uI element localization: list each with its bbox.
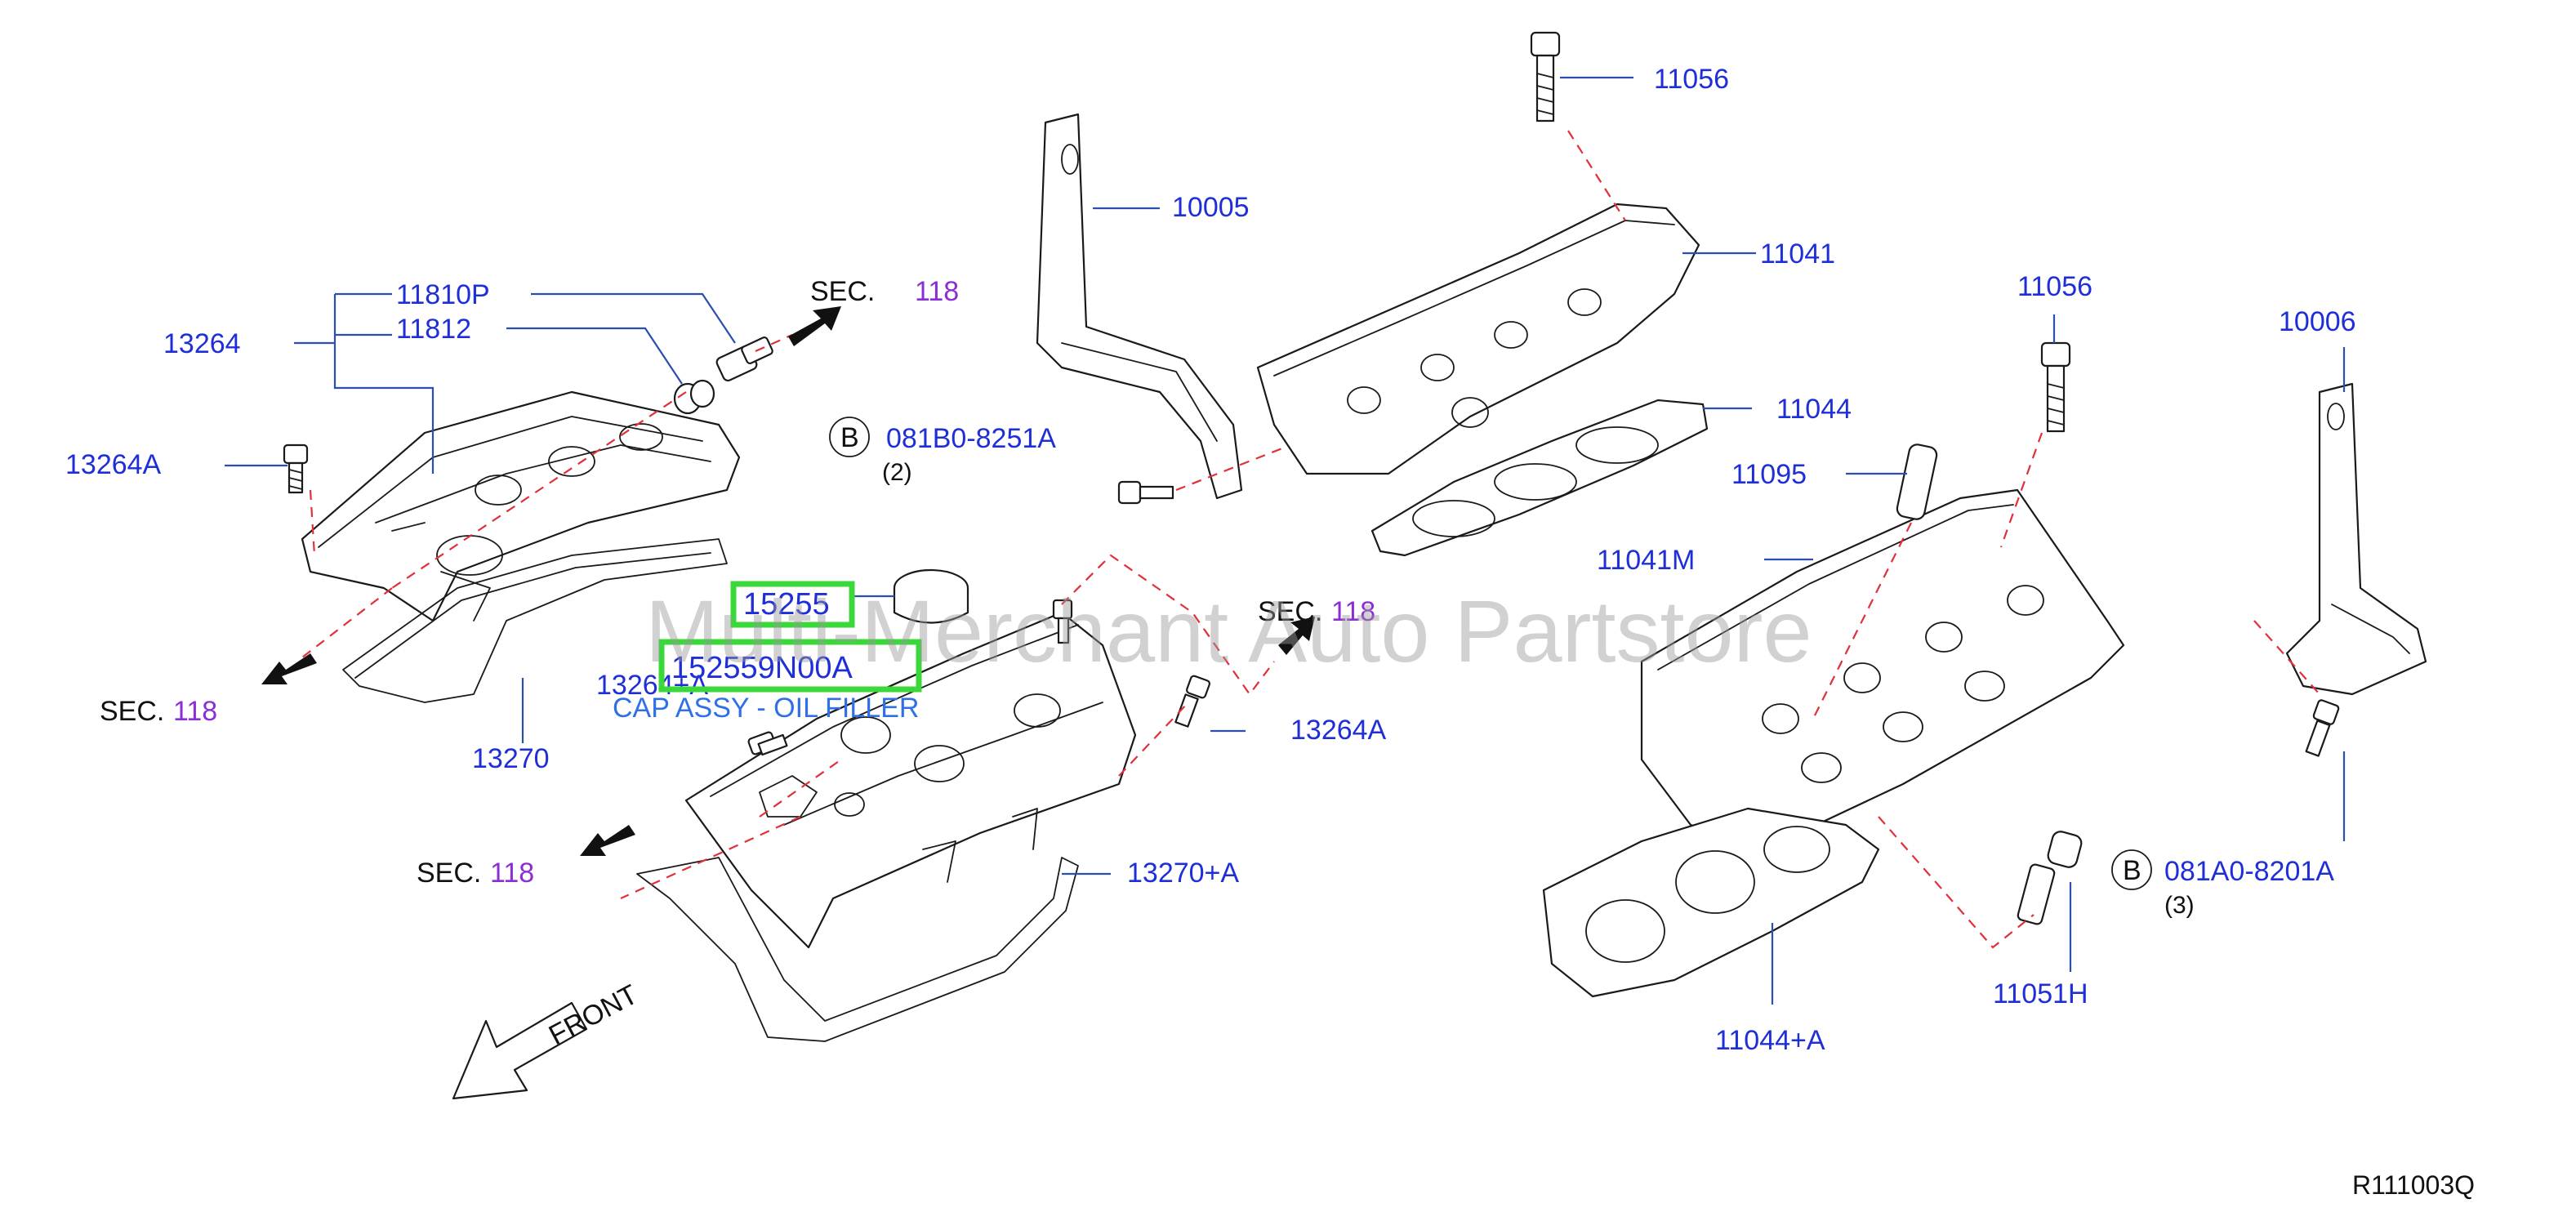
label-11041[interactable]: 11041 bbox=[1760, 238, 1835, 270]
bolt-qty-right: (3) bbox=[2164, 892, 2195, 919]
cylinder-head-11041[interactable] bbox=[1256, 203, 1700, 475]
bolt-part-right[interactable]: 081A0-8201A bbox=[2164, 856, 2334, 887]
label-13264[interactable]: 13264 bbox=[163, 328, 241, 359]
pcv-valve[interactable] bbox=[715, 336, 773, 382]
label-13264a-right[interactable]: 13264A bbox=[1290, 715, 1387, 746]
label-13270[interactable]: 13270 bbox=[472, 743, 550, 774]
label-11812[interactable]: 11812 bbox=[396, 314, 471, 345]
label-10006[interactable]: 10006 bbox=[2279, 306, 2356, 337]
cylinder-head-11041m[interactable] bbox=[1640, 488, 2125, 851]
label-11044-plus-a[interactable]: 11044+A bbox=[1715, 1025, 1825, 1056]
bolt-bracket-10005[interactable] bbox=[1117, 480, 1174, 505]
bolt-13264a-right[interactable] bbox=[1174, 675, 1211, 728]
oil-filler-cap[interactable] bbox=[893, 568, 969, 624]
sec-arrow-left-lower[interactable] bbox=[580, 825, 635, 856]
dowel-11095[interactable] bbox=[1896, 443, 1938, 520]
label-11056-top[interactable]: 11056 bbox=[1654, 64, 1729, 95]
bolt-center[interactable] bbox=[1052, 599, 1073, 644]
diagram-code: R111003Q bbox=[2352, 1170, 2475, 1200]
plug-11051h[interactable] bbox=[2017, 830, 2083, 925]
bolt-13264a-left[interactable] bbox=[283, 443, 309, 494]
front-label: FRONT bbox=[544, 979, 643, 1052]
bolt-part-left[interactable]: 081B0-8251A bbox=[886, 423, 1056, 454]
rocker-gasket-left[interactable] bbox=[342, 538, 728, 703]
highlight-box-152559n00a[interactable] bbox=[658, 639, 922, 693]
label-10005[interactable]: 10005 bbox=[1172, 192, 1250, 223]
sec-label-top[interactable]: SEC. bbox=[810, 276, 875, 307]
label-11044[interactable]: 11044 bbox=[1776, 394, 1852, 425]
label-11051h[interactable]: 11051H bbox=[1993, 978, 2088, 1009]
sec-number-left-lower[interactable]: 118 bbox=[490, 858, 534, 889]
sec-label-left-lower[interactable]: SEC. bbox=[417, 858, 481, 889]
label-11041m[interactable]: 11041M bbox=[1597, 545, 1695, 576]
badge-b-right-letter: B bbox=[2123, 855, 2141, 886]
sec-number-top[interactable]: 118 bbox=[915, 276, 959, 307]
bracket-10006[interactable] bbox=[2285, 382, 2427, 696]
head-gasket-11044-plus-a[interactable] bbox=[1542, 807, 1880, 998]
head-bolt-11056-right[interactable] bbox=[2040, 341, 2071, 433]
highlight-152559n00a[interactable]: 152559N00A bbox=[671, 651, 853, 685]
highlight-caption: CAP ASSY - OIL FILLER bbox=[613, 693, 919, 724]
bracket-10005[interactable] bbox=[1036, 113, 1243, 500]
bolt-13264-plus-a[interactable] bbox=[747, 731, 788, 756]
badge-b-left bbox=[829, 417, 870, 457]
front-arrow bbox=[452, 1001, 588, 1100]
rocker-cover-left[interactable] bbox=[301, 390, 741, 622]
rocker-gasket-right[interactable] bbox=[636, 857, 1079, 1042]
highlight-15255[interactable]: 15255 bbox=[743, 587, 830, 622]
sec-label-center[interactable]: SEC. bbox=[1258, 596, 1322, 627]
sec-arrow-upper[interactable] bbox=[788, 306, 841, 346]
label-11056-right[interactable]: 11056 bbox=[2017, 271, 2092, 302]
badge-b-left-letter: B bbox=[840, 422, 859, 453]
highlight-box-15255[interactable] bbox=[730, 581, 855, 628]
label-13270-plus-a[interactable]: 13270+A bbox=[1127, 858, 1239, 889]
sec-arrow-left-upper[interactable] bbox=[261, 653, 317, 684]
bolt-bracket-10006[interactable] bbox=[2305, 699, 2340, 757]
bolt-qty-left: (2) bbox=[882, 459, 912, 486]
label-13264-plus-a[interactable]: 13264+A bbox=[596, 670, 708, 701]
head-gasket-11044[interactable] bbox=[1370, 399, 1709, 557]
sec-number-center[interactable]: 118 bbox=[1331, 596, 1375, 627]
badge-b-right bbox=[2111, 849, 2152, 890]
label-13264a-left[interactable]: 13264A bbox=[65, 449, 162, 480]
rocker-cover-right[interactable] bbox=[684, 611, 1137, 949]
pcv-grommet[interactable] bbox=[673, 379, 715, 415]
sec-number-left-upper[interactable]: 118 bbox=[173, 696, 217, 727]
head-bolt-11056-top[interactable] bbox=[1530, 31, 1561, 123]
watermark: Multi-Merchant Auto Partstore bbox=[645, 581, 1812, 680]
label-11810p[interactable]: 11810P bbox=[396, 279, 490, 310]
label-11095[interactable]: 11095 bbox=[1731, 459, 1807, 490]
sec-arrow-center[interactable] bbox=[1278, 617, 1315, 655]
sec-label-left-upper[interactable]: SEC. bbox=[100, 696, 164, 727]
